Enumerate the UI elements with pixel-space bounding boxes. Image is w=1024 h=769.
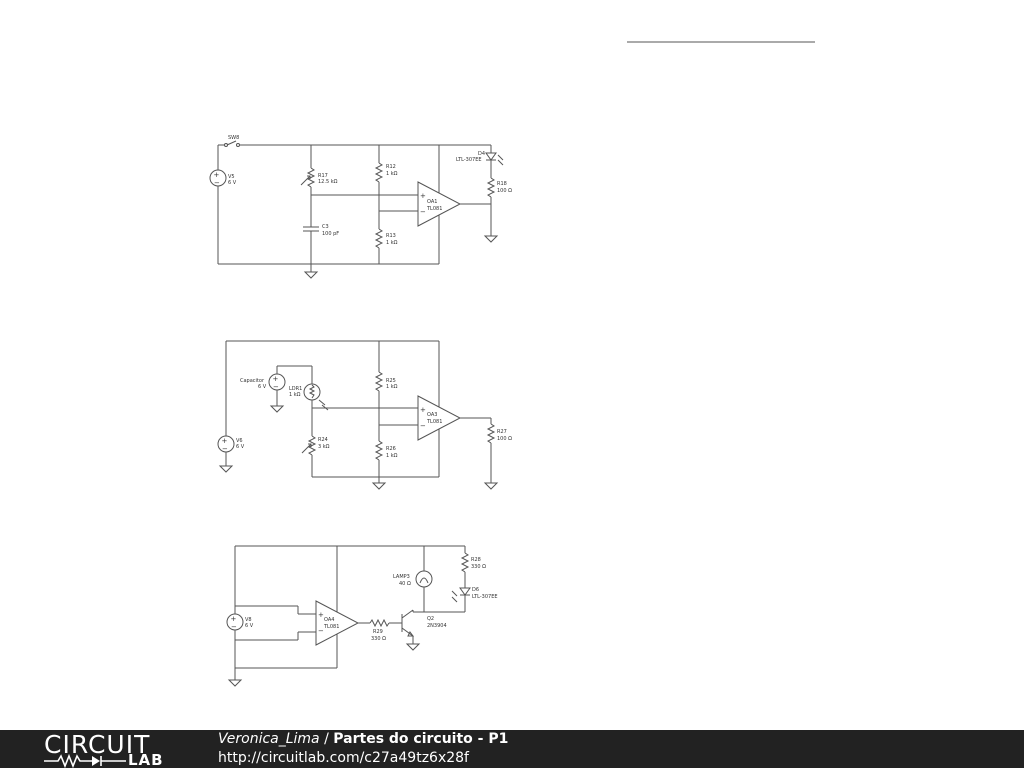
svg-text:+: + (420, 192, 426, 200)
svg-text:+: + (231, 615, 237, 623)
r13-value: 1 kΩ (386, 240, 398, 246)
svg-text:+: + (273, 375, 279, 383)
svg-text:−: − (231, 623, 237, 631)
r24-name: R24 (318, 437, 328, 443)
r29-name: R29 (373, 629, 383, 635)
cap-name: Capacitor (240, 378, 265, 384)
oa1-name: OA1 (427, 199, 437, 205)
oa4-name: OA4 (324, 617, 334, 623)
brand-logo-wave-icon (44, 754, 126, 768)
v8-value: 6 V (245, 623, 254, 629)
author-link[interactable]: Veronica_Lima (218, 731, 320, 747)
oa1-value: TL081 (426, 206, 442, 212)
r26-value: 1 kΩ (386, 453, 398, 459)
r18-name: R18 (497, 181, 507, 187)
svg-text:−: − (318, 627, 324, 635)
r29-value: 330 Ω (371, 636, 386, 642)
svg-text:−: − (214, 179, 220, 187)
sw8-label: SW8 (228, 135, 239, 141)
svg-text:+: + (420, 406, 426, 414)
brand-logo-top[interactable]: CIRCUIT (44, 730, 151, 759)
cap-value: 6 V (258, 384, 267, 390)
r27-value: 100 Ω (497, 436, 512, 442)
r25-name: R25 (386, 378, 396, 384)
c3-name: C3 (322, 224, 329, 230)
q2-value: 2N3904 (427, 623, 447, 629)
v6-value: 6 V (236, 444, 245, 450)
circuit-1: SW8 + − V5 6 V R17 12.5 kΩ C3 100 pF R12… (209, 135, 512, 279)
oa4-value: TL081 (323, 624, 339, 630)
r27-name: R27 (497, 429, 507, 435)
footer-bar: CIRCUIT LAB Veronica_Lima / Partes do ci… (0, 730, 1024, 769)
svg-text:+: + (214, 171, 220, 179)
q2-name: Q2 (427, 616, 434, 622)
r12-value: 1 kΩ (386, 171, 398, 177)
r26-name: R26 (386, 446, 396, 452)
c3-value: 100 pF (322, 231, 339, 237)
r13-name: R13 (386, 233, 396, 239)
v8-name: V8 (245, 617, 252, 623)
title-separator: / (319, 731, 334, 747)
svg-text:−: − (273, 383, 279, 391)
r28-value: 330 Ω (471, 564, 486, 570)
schematic-canvas: SW8 + − V5 6 V R17 12.5 kΩ C3 100 pF R12… (209, 41, 815, 687)
ldr1-name: LDR1 (289, 386, 302, 392)
r28-name: R28 (471, 557, 481, 563)
brand-logo-bottom[interactable]: LAB (128, 751, 164, 769)
svg-text:−: − (420, 422, 426, 430)
circuit-3: + − V8 6 V + − OA4 TL081 R29 330 Ω (226, 545, 498, 687)
r24-value: 3 kΩ (318, 444, 330, 450)
v5-name: V5 (228, 174, 235, 180)
r25-value: 1 kΩ (386, 384, 398, 390)
svg-text:−: − (222, 445, 228, 453)
circuit-title[interactable]: Partes do circuito - P1 (333, 731, 509, 747)
d6-name: D6 (472, 587, 479, 593)
lamp3-name: LAMP3 (393, 574, 410, 580)
d4-value: LTL-307EE (456, 157, 482, 163)
oa3-name: OA3 (427, 412, 437, 418)
lamp3-value: 40 Ω (399, 581, 411, 587)
d6-value: LTL-307EE (472, 594, 498, 600)
r12-name: R12 (386, 164, 396, 170)
d4-name: D4 (478, 151, 485, 157)
r17-name: R17 (318, 173, 328, 179)
circuit-title-line: Veronica_Lima / Partes do circuito - P1 (218, 731, 508, 747)
v5-value: 6 V (228, 180, 237, 186)
circuit-url[interactable]: http://circuitlab.com/c27a49tz6x28f (218, 750, 469, 766)
svg-text:−: − (420, 208, 426, 216)
r17-value: 12.5 kΩ (318, 179, 338, 185)
v6-name: V6 (236, 438, 243, 444)
svg-text:+: + (222, 437, 228, 445)
circuit-2: + − V6 6 V + − Capacitor 6 V LDR1 1 kΩ R… (217, 340, 512, 490)
oa3-value: TL081 (426, 419, 442, 425)
ldr1-value: 1 kΩ (289, 392, 301, 398)
svg-text:+: + (318, 611, 324, 619)
r18-value: 100 Ω (497, 188, 512, 194)
